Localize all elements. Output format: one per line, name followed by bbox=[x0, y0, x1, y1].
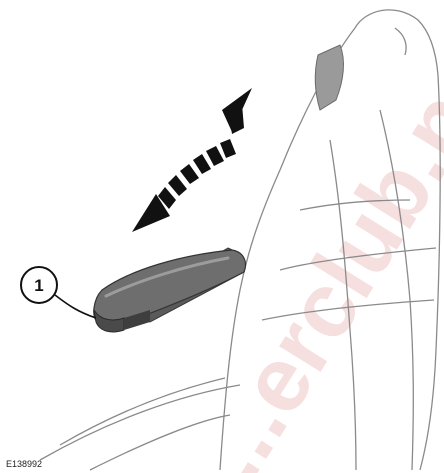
callout-1-label: 1 bbox=[34, 276, 43, 295]
seat-back bbox=[39, 9, 441, 471]
figure-reference-code: E138992 bbox=[6, 459, 42, 469]
callout-leader-line bbox=[54, 294, 97, 319]
callout-circle bbox=[20, 266, 58, 304]
armrest bbox=[93, 247, 247, 333]
watermark-text: ...erclub.net bbox=[180, 4, 444, 473]
seat-belt-strip bbox=[314, 44, 344, 111]
callout-1: 1 bbox=[20, 266, 97, 319]
double-headed-motion-arrow-icon bbox=[132, 88, 252, 232]
